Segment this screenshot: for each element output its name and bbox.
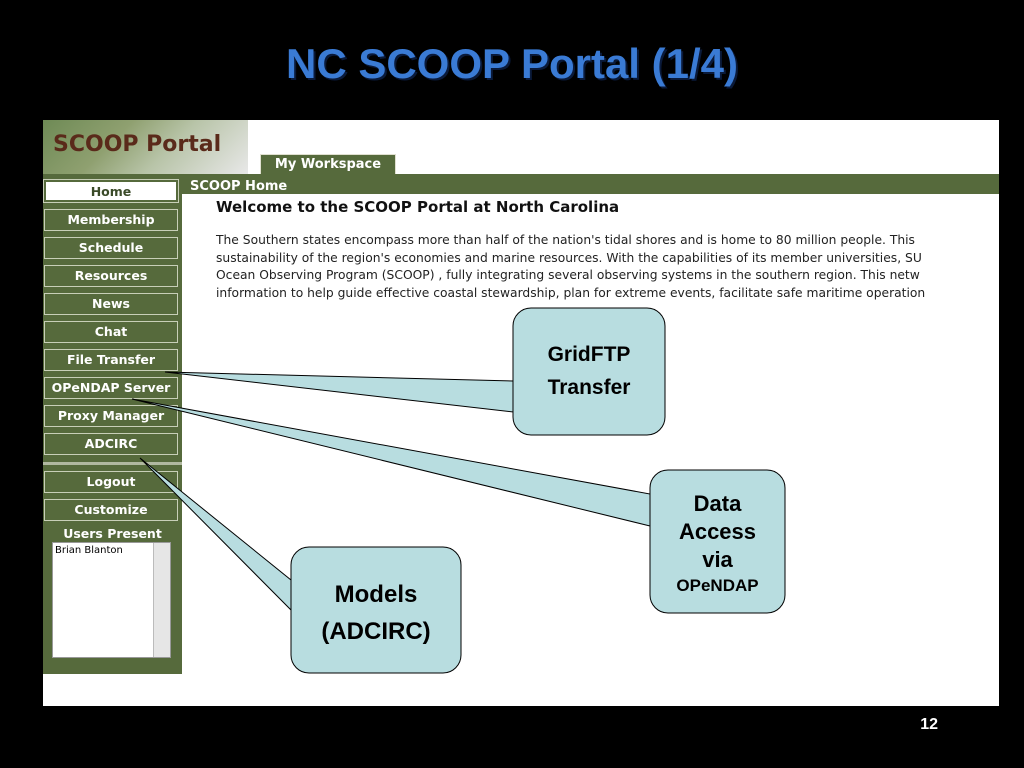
data-access-callout-box — [649, 469, 786, 614]
models-callout-text: Models (ADCIRC) — [291, 576, 461, 650]
nav-opendap-button[interactable]: OPeNDAP Server — [44, 377, 178, 399]
gridftp-callout-box — [512, 307, 666, 436]
paragraph-line: Ocean Observing Program (SCOOP) , fully … — [216, 268, 920, 282]
nav-membership-button[interactable]: Membership — [44, 209, 178, 231]
nav-home-button[interactable]: Home — [43, 179, 179, 203]
nav-schedule-button[interactable]: Schedule — [44, 237, 178, 259]
callout-line: Data — [693, 491, 742, 516]
nav-news-button[interactable]: News — [44, 293, 178, 315]
gridftp-callout-tail — [164, 371, 514, 413]
users-scrollbar[interactable] — [153, 543, 170, 657]
nav-resources-button[interactable]: Resources — [44, 265, 178, 287]
callout-line: Access — [678, 519, 757, 544]
welcome-heading: Welcome to the SCOOP Portal at North Car… — [216, 198, 620, 216]
logout-button[interactable]: Logout — [44, 471, 178, 493]
paragraph-line: sustainability of the region's economies… — [216, 250, 922, 265]
logo: SCOOP Portal — [43, 120, 248, 174]
users-present-label: Users Present — [63, 526, 162, 541]
users-list[interactable]: Brian Blanton — [52, 542, 171, 658]
section-title: SCOOP Home — [182, 179, 999, 194]
intro-paragraph: The Southern states encompass more than … — [216, 232, 999, 302]
sidebar: Home Membership Schedule Resources News … — [43, 174, 182, 674]
callout-line: OPeNDAP — [676, 576, 759, 595]
callout-line: GridFTP — [547, 343, 631, 366]
gridftp-callout-text: GridFTP Transfer — [513, 338, 665, 404]
tab-my-workspace[interactable]: My Workspace — [260, 154, 396, 175]
slide-title: NC SCOOP Portal (1/4) — [286, 40, 738, 87]
user-item: Brian Blanton — [55, 545, 123, 556]
logo-text: SCOOP Portal — [53, 132, 222, 157]
nav-file-transfer-button[interactable]: File Transfer — [44, 349, 178, 371]
callout-line: via — [702, 547, 733, 572]
callout-line: Transfer — [547, 376, 631, 399]
nav-adcirc-button[interactable]: ADCIRC — [44, 433, 178, 455]
nav-chat-button[interactable]: Chat — [44, 321, 178, 343]
banner: SCOOP Portal My Workspace — [43, 120, 999, 175]
callout-line: (ADCIRC) — [321, 618, 431, 645]
paragraph-line: information to help guide effective coas… — [216, 285, 926, 300]
nav-proxy-button[interactable]: Proxy Manager — [44, 405, 178, 427]
models-callout-box — [290, 546, 462, 674]
paragraph-line: The Southern states encompass more than … — [216, 233, 915, 247]
data-access-callout-text: Data Access via OPeNDAP — [650, 490, 785, 598]
separator — [43, 462, 182, 465]
customize-button[interactable]: Customize — [44, 499, 178, 521]
top-bar — [43, 174, 999, 179]
page-number: 12 — [920, 716, 938, 733]
models-callout-tail — [139, 457, 292, 612]
callout-line: Models — [334, 581, 418, 608]
